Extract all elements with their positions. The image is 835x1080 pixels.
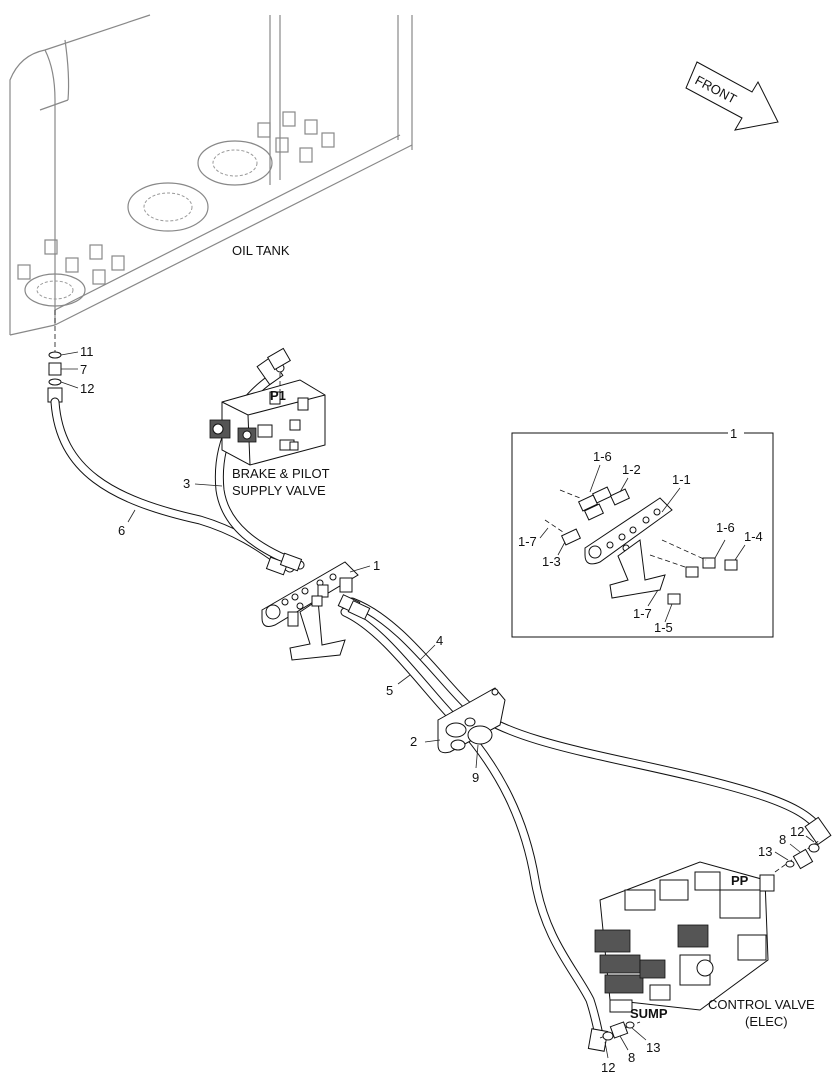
callout-13-sump: 13 [646,1040,660,1055]
front-label: FRONT [693,72,740,106]
callout-6: 6 [118,523,125,538]
oil-tank-label: OIL TANK [232,243,290,258]
p1-port-label: P1 [270,388,286,403]
control-valve-label-line2: (ELEC) [745,1014,788,1029]
brake-valve-label-line2: SUPPLY VALVE [232,483,326,498]
brake-valve-label-line1: BRAKE & PILOT [232,466,330,481]
tank-outlet-fittings: 11 7 12 [47,310,94,403]
front-arrow: FRONT [685,61,779,131]
detail-callout-1-1: 1-1 [672,472,691,487]
callout-7: 7 [80,362,87,377]
pp-port-label: PP [731,873,749,888]
hose-callouts: 3 6 4 5 [118,476,443,698]
brake-pilot-supply-valve: P1 BRAKE & PILOT SUPPLY VALVE [209,347,330,498]
detail-callout-1-6-top: 1-6 [593,449,612,464]
callout-2: 2 [410,734,417,749]
callout-12-sump: 12 [601,1060,615,1075]
callout-8-sump: 8 [628,1050,635,1065]
control-valve-label-line1: CONTROL VALVE [708,997,815,1012]
detail-callout-1-6-right: 1-6 [716,520,735,535]
oil-tank: OIL TANK [9,14,413,336]
detail-callout-1-7-bottom: 1-7 [633,606,652,621]
callout-12: 12 [80,381,94,396]
callout-8-pp: 8 [779,832,786,847]
detail-callout-1-4: 1-4 [744,529,763,544]
bracket-assembly: 1 [261,558,380,661]
sump-port-label: SUMP [630,1006,668,1021]
sump-fittings: 13 8 12 [599,1021,660,1075]
pp-fittings: 13 8 12 [758,824,821,873]
callout-12-pp: 12 [790,824,804,839]
callout-4: 4 [436,633,443,648]
detail-box-bracket: 1 1-6 1-2 1-1 1-7 1-3 [511,426,774,638]
callout-9: 9 [472,770,479,785]
callout-11: 11 [80,344,94,359]
callout-3: 3 [183,476,190,491]
callout-5: 5 [386,683,393,698]
bulkhead-plate: 2 9 [410,687,506,785]
callout-13-pp: 13 [758,844,772,859]
hoses [50,356,832,1052]
detail-callout-1-7-left: 1-7 [518,534,537,549]
detail-callout-1-3: 1-3 [542,554,561,569]
detail-title: 1 [730,426,737,441]
detail-callout-1-5: 1-5 [654,620,673,635]
callout-1: 1 [373,558,380,573]
detail-callout-1-2: 1-2 [622,462,641,477]
control-valve: PP SUMP CONTROL VALVE (ELEC) [594,861,815,1029]
